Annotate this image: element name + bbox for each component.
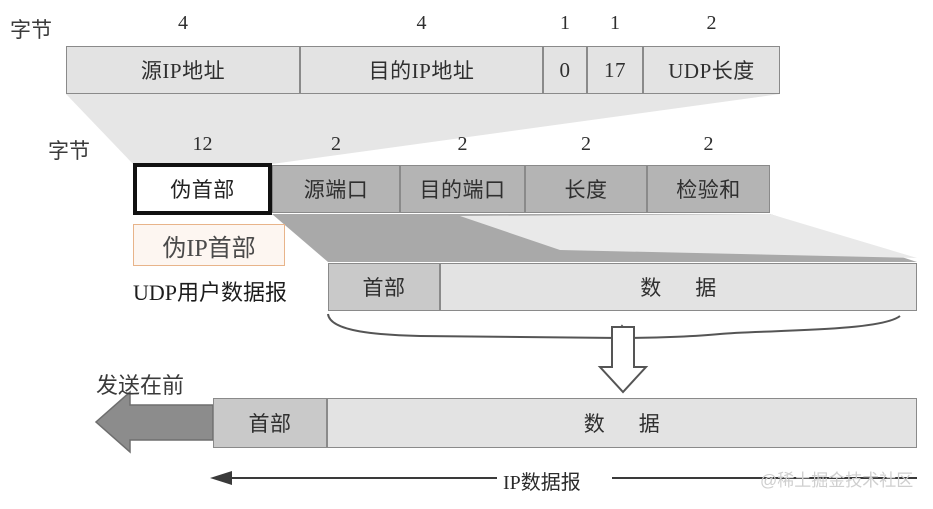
row1-byte-count-4: 2 xyxy=(706,12,717,34)
tag-udp-datagram: UDP用户数据报 xyxy=(133,280,288,305)
tag-pseudo-ip-header: 伪IP首部 xyxy=(133,224,285,266)
row4-cell-data: 数 据 xyxy=(327,398,917,448)
row3-cell-header: 首部 xyxy=(328,263,440,311)
row2-byte-count-3: 2 xyxy=(581,133,591,155)
row1-cell-protocol: 17 xyxy=(587,46,643,94)
row2-byte-count-0: 12 xyxy=(192,133,213,155)
row3-data-label-a: 数 xyxy=(640,276,662,300)
row1-cell-dest-ip: 目的IP地址 xyxy=(300,46,543,94)
row1-cell-source-ip: 源IP地址 xyxy=(66,46,300,94)
row1-cell-zero: 0 xyxy=(543,46,587,94)
row4-data-label-b: 据 xyxy=(638,412,661,436)
send-first-label: 发送在前 xyxy=(96,373,185,398)
row2-byte-count-1: 2 xyxy=(331,133,341,155)
row2-cell-dest-port: 目的端口 xyxy=(400,165,525,213)
row1-byte-count-2: 1 xyxy=(560,12,570,34)
row2-cell-source-port: 源端口 xyxy=(272,165,400,213)
row2-cell-checksum: 检验和 xyxy=(647,165,770,213)
row2-cell-pseudo-header: 伪首部 xyxy=(133,163,272,215)
row1-byte-count-3: 1 xyxy=(610,12,620,34)
bottom-axis-label: IP数据报 xyxy=(497,466,587,495)
row2-axis-label: 字节 xyxy=(48,139,90,163)
row4-cell-header: 首部 xyxy=(213,398,327,448)
watermark: @稀土掘金技术社区 xyxy=(760,471,914,490)
row4-data-label-a: 数 xyxy=(583,412,606,436)
row2-byte-count-2: 2 xyxy=(457,133,468,155)
row3-data-label-b: 据 xyxy=(695,276,717,300)
row1-byte-count-0: 4 xyxy=(178,12,188,34)
row3-cell-data: 数 据 xyxy=(440,263,917,311)
row2-byte-count-4: 2 xyxy=(703,133,714,155)
row1-byte-count-1: 4 xyxy=(416,12,427,34)
row1-cell-udp-length: UDP长度 xyxy=(643,46,780,94)
row1-axis-label: 字节 xyxy=(10,18,52,42)
row2-cell-length: 长度 xyxy=(525,165,647,213)
